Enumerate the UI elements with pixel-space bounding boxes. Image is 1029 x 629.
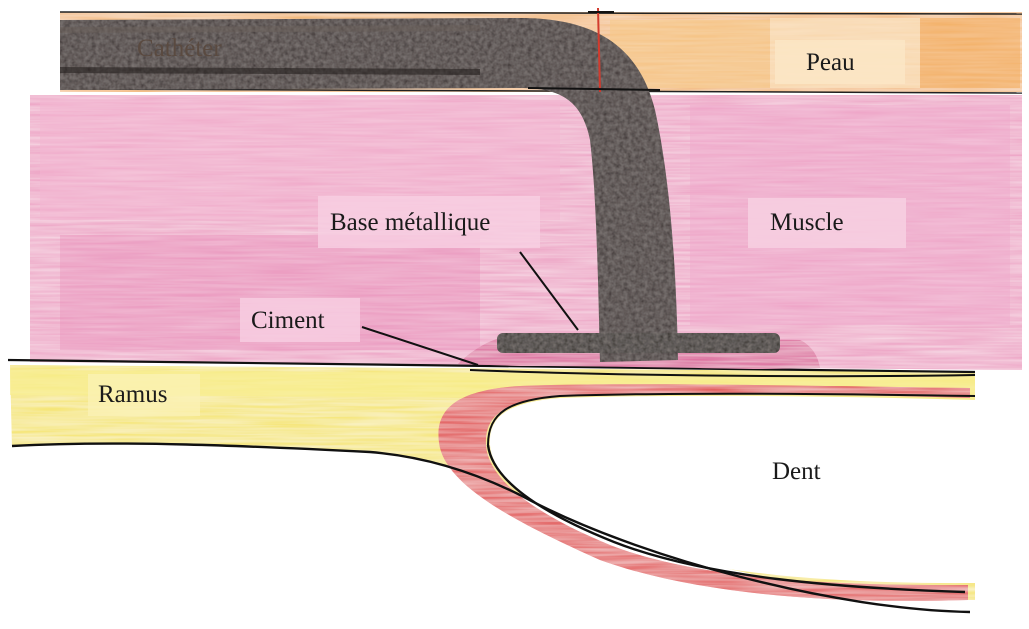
tooth-label: Dent [772, 458, 821, 485]
catheter-label: Cathéter [137, 35, 222, 62]
skin-label: Peau [806, 49, 855, 76]
ramus-label: Ramus [98, 381, 167, 408]
metal-base-plate [497, 333, 780, 353]
muscle-label: Muscle [770, 209, 844, 236]
metal-base-label: Base métallique [330, 209, 490, 236]
tooth-interior [490, 396, 975, 583]
cement-label: Ciment [251, 307, 325, 334]
